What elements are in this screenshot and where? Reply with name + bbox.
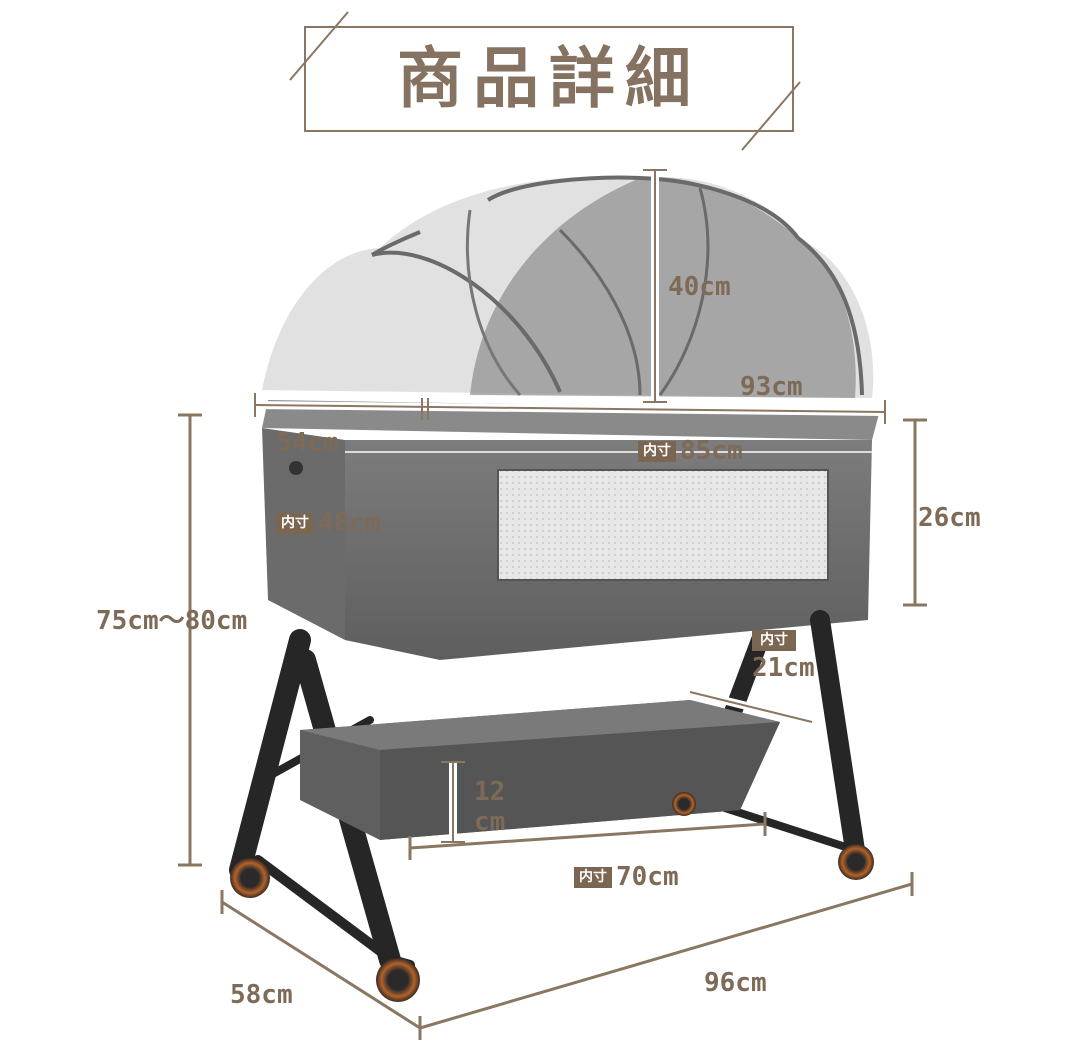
inner-badge: 内寸 bbox=[574, 866, 612, 889]
wheels bbox=[230, 792, 874, 1002]
inner-badge: 内寸 bbox=[752, 630, 796, 652]
basket-inner-length-value: 70cm bbox=[616, 862, 679, 892]
inner-length-value: 85cm bbox=[680, 436, 743, 466]
title-frame bbox=[304, 26, 794, 132]
base-width-label: 58cm bbox=[230, 980, 293, 1010]
basket-inner-depth-value: 21cm bbox=[752, 653, 815, 684]
top-width-label: 54cm bbox=[276, 428, 339, 458]
basket-height-unit: cm bbox=[474, 806, 506, 837]
base-length-label: 96cm bbox=[704, 968, 767, 998]
bed-depth-label: 26cm bbox=[918, 503, 981, 533]
top-length-label: 93cm bbox=[740, 372, 803, 402]
inner-width-value: 48cm bbox=[318, 508, 381, 538]
inner-badge: 内寸 bbox=[276, 512, 314, 535]
inner-badge: 内寸 bbox=[638, 440, 676, 463]
basket-height-label: 12 cm bbox=[474, 777, 506, 838]
basket-height-value: 12 bbox=[474, 777, 506, 807]
canopy bbox=[262, 175, 874, 398]
storage-basket bbox=[300, 700, 780, 840]
canopy-height-label: 40cm bbox=[668, 272, 731, 302]
page-title: 商品詳細 bbox=[397, 40, 701, 117]
dimension-lines bbox=[178, 169, 927, 1040]
basket-inner-depth-label: 内寸 21cm bbox=[752, 630, 815, 681]
total-height-label: 75cm〜80cm bbox=[96, 606, 248, 636]
